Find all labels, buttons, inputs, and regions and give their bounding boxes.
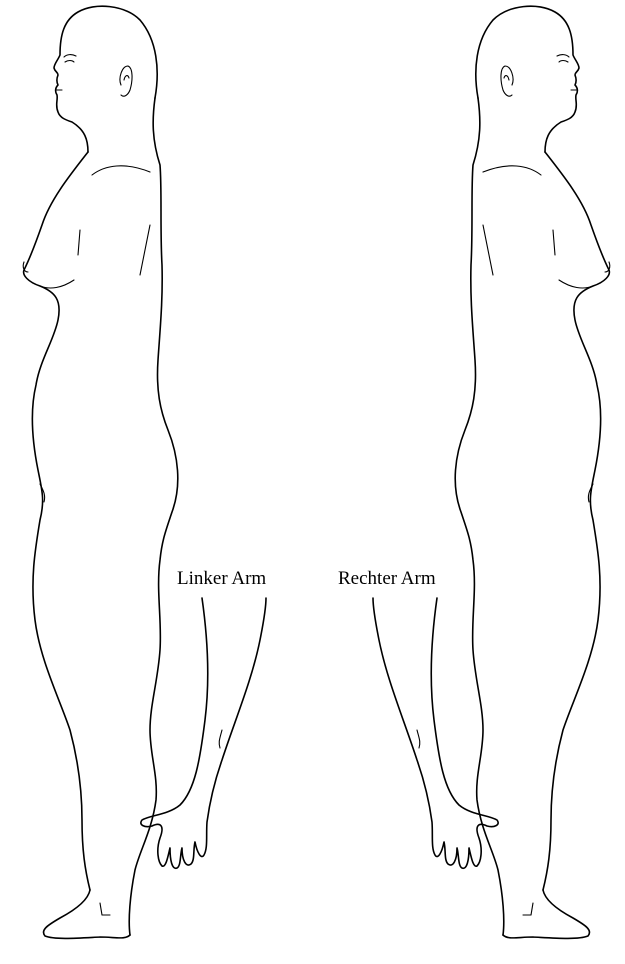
left-body-figure <box>23 6 266 938</box>
left-figure-head <box>54 6 157 152</box>
right-figure-head <box>476 6 579 152</box>
right-figure-ear <box>501 66 513 96</box>
right-arm-outline <box>373 598 498 868</box>
right-figure-back <box>455 98 504 935</box>
right-figure-foot <box>503 890 590 938</box>
left-figure-front <box>24 152 90 890</box>
right-body-figure <box>373 6 610 938</box>
right-arm-label: Rechter Arm <box>338 568 436 590</box>
left-figure-foot <box>43 890 130 938</box>
left-figure-back <box>129 98 178 935</box>
left-arm-label: Linker Arm <box>177 568 266 590</box>
right-figure-front <box>543 152 609 890</box>
left-figure-ear <box>120 66 132 96</box>
